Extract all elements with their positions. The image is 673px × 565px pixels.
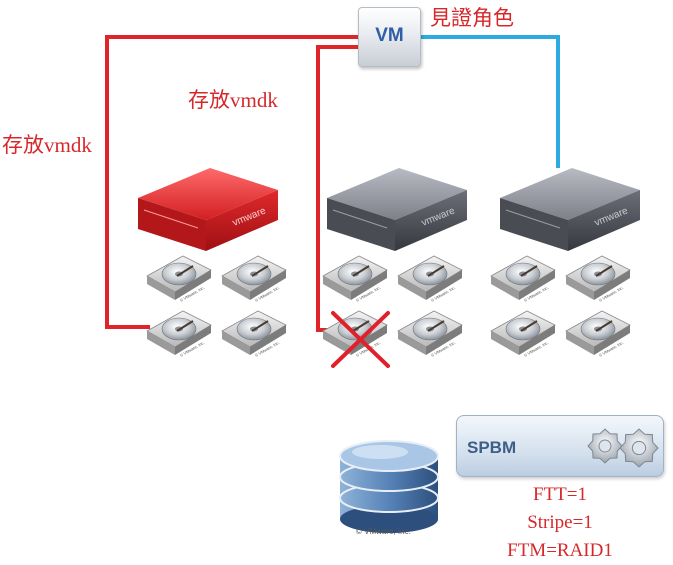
disk-drive: © VMware, Inc. (397, 255, 463, 303)
policy-stripe: Stripe=1 (527, 512, 593, 533)
esxi-host-2: vmware (327, 168, 467, 251)
disk-drive: © VMware, Inc. (490, 255, 556, 303)
disk-drive: © VMware, Inc. (322, 255, 388, 303)
gears-icon (587, 428, 659, 468)
disk-drive: © VMware, Inc. (397, 310, 463, 358)
esxi-host-1: vmware (138, 168, 278, 251)
policy-ftm: FTM=RAID1 (507, 540, 613, 561)
disk-drive: © VMware, Inc. (221, 310, 287, 358)
vm-icon: VM (358, 7, 421, 67)
disk-drive: © VMware, Inc. (146, 255, 212, 303)
vmdk-label-b: 存放vmdk (188, 88, 278, 112)
spbm-panel: SPBM (456, 415, 664, 477)
policy-ftt: FTT=1 (533, 484, 587, 505)
vm-label: VM (375, 25, 404, 46)
witness-line (419, 35, 560, 168)
failed-disk-x-mark (331, 311, 390, 368)
vmdk-line-a (105, 35, 358, 329)
disk-drive: © VMware, Inc. (221, 255, 287, 303)
esxi-host-3: vmware (500, 168, 640, 251)
disk-drive: © VMware, Inc. (490, 310, 556, 358)
disk-drive: © VMware, Inc. (565, 255, 631, 303)
disk-drive: © VMware, Inc. (146, 310, 212, 358)
vmdk-label-a: 存放vmdk (2, 133, 92, 157)
datastore-icon (339, 440, 439, 533)
datastore-copyright: © VMware, Inc. (356, 527, 411, 536)
spbm-title: SPBM (467, 438, 517, 457)
witness-label: 見證角色 (430, 6, 514, 30)
disk-drive: © VMware, Inc. (565, 310, 631, 358)
